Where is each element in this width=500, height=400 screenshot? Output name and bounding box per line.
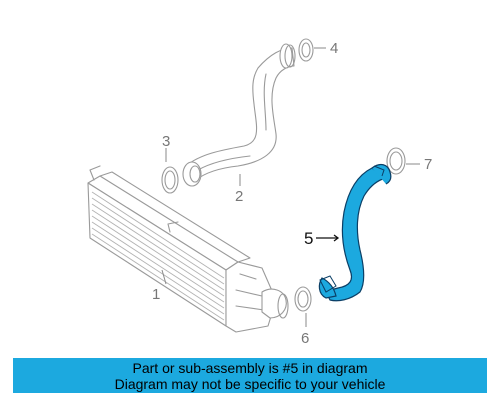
callout-3: 3: [162, 133, 170, 150]
intercooler-fins: [91, 191, 225, 321]
parts-diagram: 1 2 3 4 5 6 7: [87, 38, 432, 347]
callout-1: 1: [152, 286, 160, 303]
info-banner: Part or sub-assembly is #5 in diagram Di…: [13, 358, 487, 393]
callout-5: 5: [304, 229, 313, 248]
o-ring-3: [161, 166, 179, 194]
callout-2: 2: [235, 188, 243, 205]
callout-6: 6: [301, 330, 309, 347]
charge-air-hose-upper: [182, 43, 296, 187]
callout-4: 4: [330, 40, 338, 57]
highlighted-hose-part-5: [318, 163, 392, 302]
o-ring-6: [294, 286, 312, 312]
banner-line-2: Diagram may not be specific to your vehi…: [114, 375, 386, 392]
o-ring-4: [298, 38, 314, 62]
banner-line-1: Part or sub-assembly is #5 in diagram: [132, 359, 368, 376]
leader-lines: [161, 47, 420, 327]
callout-7: 7: [424, 156, 432, 173]
intercooler: [87, 165, 289, 333]
o-ring-7: [386, 147, 406, 175]
